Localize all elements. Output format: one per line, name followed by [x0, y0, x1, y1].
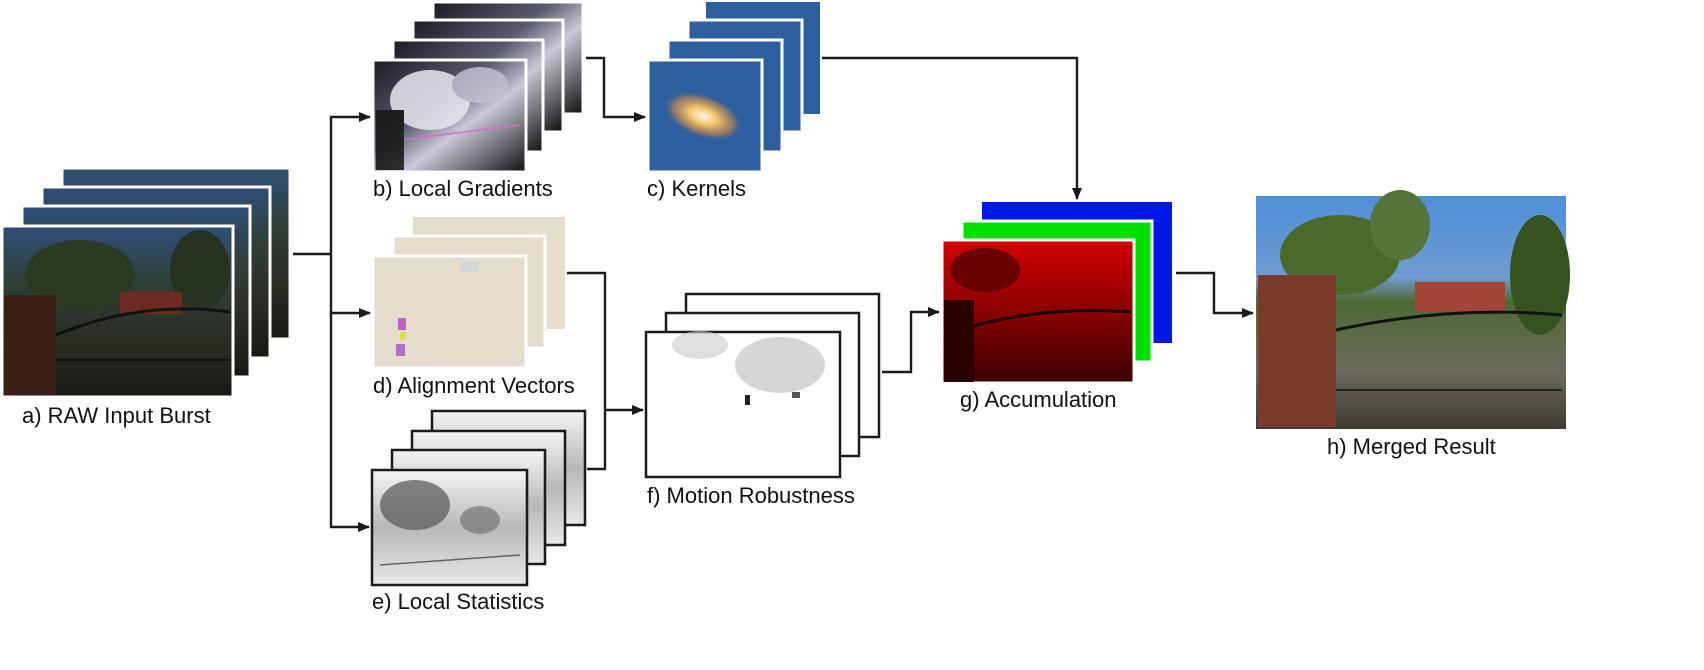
merged-result-image — [1256, 190, 1570, 429]
kernels-stack — [646, 2, 820, 174]
label-kernels: c) Kernels — [647, 176, 746, 201]
kernel-ellipse — [662, 90, 744, 142]
local-statistics-stack — [370, 409, 587, 587]
connector-alignment-to-robustness — [567, 271, 607, 471]
label-merged-result: h) Merged Result — [1327, 434, 1496, 459]
accumulation-scene-details — [944, 248, 1131, 382]
raw-scene-details — [4, 230, 231, 395]
connector-raw-to-alignment — [329, 254, 371, 318]
gradients-scene-details — [376, 67, 521, 170]
alignment-frame-1 — [371, 254, 528, 370]
statistics-scene-details — [379, 480, 521, 566]
connector-kernels-to-accumulation — [822, 56, 1082, 200]
label-motion-robustness: f) Motion Robustness — [647, 483, 855, 508]
connector-raw-to-gradients — [329, 112, 371, 254]
connector-robustness-to-accumulation — [882, 307, 940, 374]
alignment-vector-specks — [396, 262, 478, 356]
connector-raw-to-statistics — [329, 313, 370, 532]
label-alignment-vectors: d) Alignment Vectors — [373, 373, 575, 398]
motion-robustness-stack — [644, 292, 881, 479]
label-local-statistics: e) Local Statistics — [372, 589, 544, 614]
raw-input-burst-stack — [0, 166, 292, 399]
local-gradients-stack — [371, 0, 585, 174]
label-raw-input-burst: a) RAW Input Burst — [22, 403, 211, 428]
connectors — [293, 56, 1254, 532]
label-local-gradients: b) Local Gradients — [373, 176, 553, 201]
connector-gradients-to-kernels — [586, 56, 646, 122]
robustness-scene-details — [672, 331, 825, 405]
connector-accumulation-to-merged — [1176, 271, 1254, 318]
accumulation-stack — [940, 202, 1172, 385]
alignment-vectors-stack — [371, 217, 565, 370]
label-accumulation: g) Accumulation — [960, 387, 1117, 412]
